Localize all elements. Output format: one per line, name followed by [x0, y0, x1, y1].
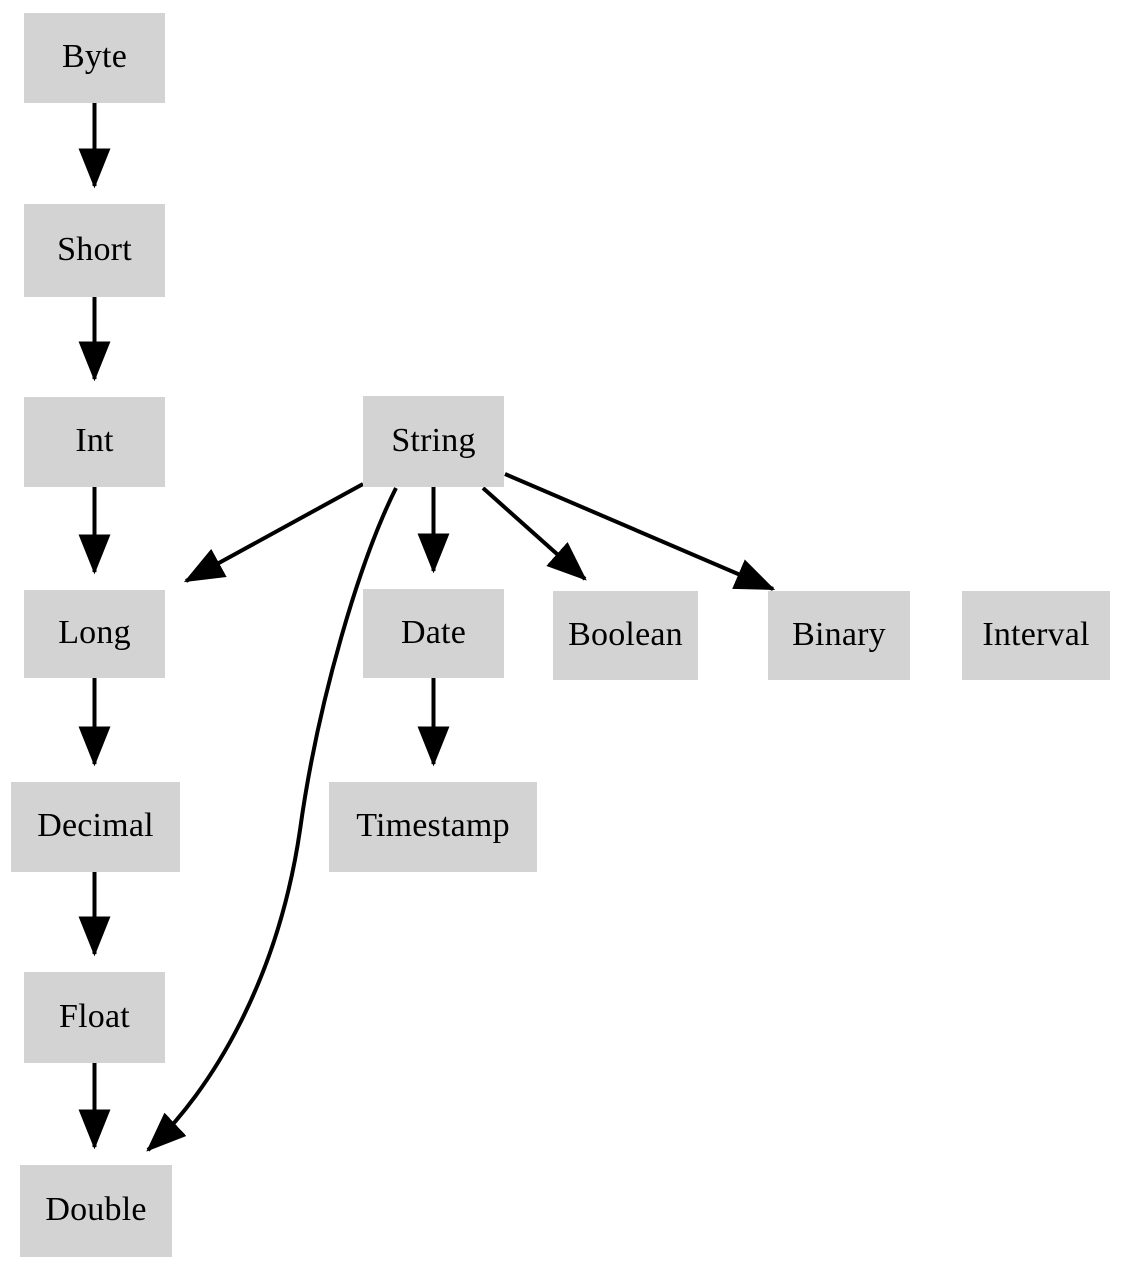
- node-timestamp[interactable]: Timestamp: [329, 782, 537, 872]
- node-label-binary: Binary: [792, 615, 886, 653]
- edge-string-boolean: [481, 486, 587, 581]
- node-label-date: Date: [401, 613, 466, 651]
- node-byte[interactable]: Byte: [24, 13, 165, 103]
- node-label-short: Short: [57, 230, 132, 268]
- edge-string-binary: [504, 472, 776, 591]
- node-label-int: Int: [75, 422, 114, 459]
- node-label-boolean: Boolean: [568, 615, 683, 653]
- node-label-byte: Byte: [61, 38, 127, 75]
- node-long[interactable]: Long: [24, 590, 165, 678]
- node-label-string: String: [391, 421, 476, 459]
- node-float[interactable]: Float: [24, 972, 165, 1063]
- node-int[interactable]: Int: [24, 397, 165, 487]
- node-label-long: Long: [58, 614, 131, 651]
- edge-string-long: [183, 482, 364, 583]
- node-decimal[interactable]: Decimal: [11, 782, 180, 872]
- node-string[interactable]: String: [363, 396, 504, 487]
- node-label-interval: Interval: [982, 615, 1090, 653]
- node-short[interactable]: Short: [24, 204, 165, 297]
- node-double[interactable]: Double: [20, 1165, 172, 1257]
- node-label-float: Float: [59, 997, 130, 1035]
- node-label-double: Double: [45, 1191, 147, 1228]
- node-binary[interactable]: Binary: [768, 591, 910, 680]
- node-label-decimal: Decimal: [37, 807, 154, 844]
- node-interval[interactable]: Interval: [962, 591, 1110, 680]
- node-date[interactable]: Date: [363, 589, 504, 678]
- node-boolean[interactable]: Boolean: [553, 591, 698, 680]
- node-label-timestamp: Timestamp: [356, 807, 510, 844]
